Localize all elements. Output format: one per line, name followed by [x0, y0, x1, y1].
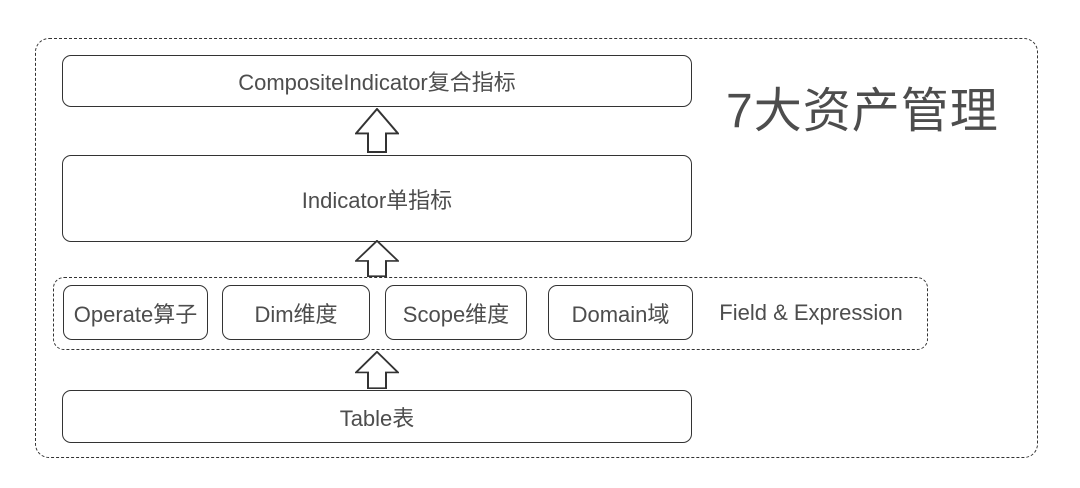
indicator-box: Indicator单指标 — [62, 155, 692, 242]
scope-box: Scope维度 — [385, 285, 527, 340]
table-label: Table表 — [339, 405, 415, 431]
outer-dashed-container — [35, 38, 1038, 458]
domain-box: Domain域 — [548, 285, 693, 340]
composite-indicator-box: CompositeIndicator复合指标 — [62, 55, 692, 107]
domain-label: Domain域 — [571, 301, 670, 327]
scope-label: Scope维度 — [402, 301, 510, 327]
dim-box: Dim维度 — [222, 285, 370, 340]
up-arrow-icon — [355, 108, 399, 153]
composite-indicator-label: CompositeIndicator复合指标 — [238, 70, 516, 95]
operate-box: Operate算子 — [63, 285, 208, 340]
up-arrow-icon — [355, 240, 399, 277]
operate-label: Operate算子 — [73, 301, 198, 327]
diagram-title: 7大资产管理 — [726, 85, 999, 138]
field-expression-label: Field & Expression — [719, 299, 903, 325]
field-expression-dashed-group — [53, 277, 928, 350]
table-box: Table表 — [62, 390, 692, 443]
up-arrow-icon — [355, 351, 399, 389]
indicator-label: Indicator单指标 — [301, 187, 453, 213]
dim-label: Dim维度 — [254, 301, 338, 327]
